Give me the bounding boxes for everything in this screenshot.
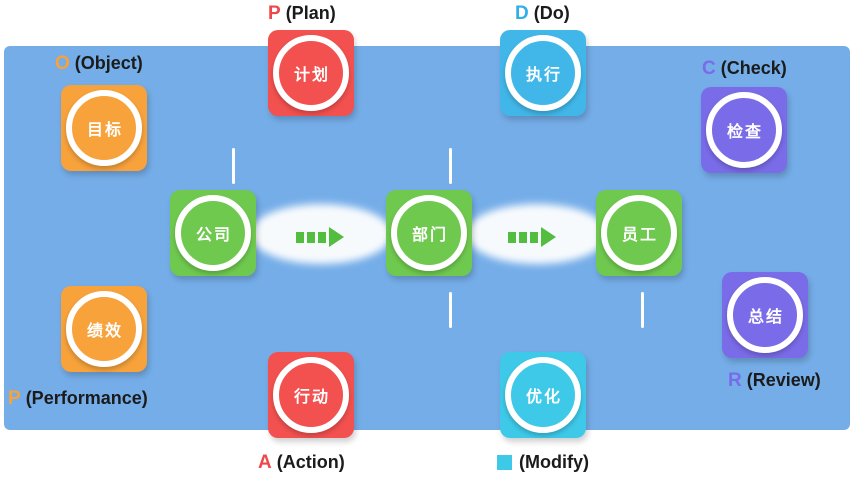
label-plan: P (Plan) — [268, 3, 336, 25]
node-do-label: 执行 — [525, 67, 562, 84]
node-performance-label: 绩效 — [86, 323, 123, 340]
node-performance-circle: 绩效 — [66, 291, 142, 367]
label-check: C (Check) — [702, 58, 787, 80]
label-performance-text: (Performance) — [20, 388, 148, 408]
node-check-circle: 检查 — [706, 92, 782, 168]
divider-tick — [449, 148, 452, 184]
node-optimize-circle: 优化 — [505, 357, 581, 433]
node-optimize-label: 优化 — [525, 389, 562, 406]
node-optimize: 优化 — [500, 352, 586, 438]
label-check-text: (Check) — [715, 58, 787, 78]
label-object: O (Object) — [55, 53, 143, 75]
label-performance-letter: P — [8, 388, 21, 409]
node-plan: 计划 — [268, 30, 354, 116]
label-action: A (Action) — [258, 452, 345, 474]
node-action: 行动 — [268, 352, 354, 438]
arrow-dash — [508, 231, 516, 243]
node-employee-circle: 员工 — [601, 195, 677, 271]
label-plan-text: (Plan) — [280, 3, 336, 23]
label-action-letter: A — [258, 452, 272, 473]
node-action-label: 行动 — [293, 389, 330, 406]
node-employee-label: 员工 — [621, 227, 658, 244]
modify-swatch-icon — [497, 455, 512, 470]
flow-arrow-icon — [508, 227, 556, 247]
divider-tick — [449, 292, 452, 328]
node-department-label: 部门 — [411, 227, 448, 244]
divider-tick — [641, 292, 644, 328]
arrow-dash — [519, 231, 527, 243]
label-action-text: (Action) — [271, 452, 345, 472]
label-object-letter: O — [55, 53, 70, 74]
label-do: D (Do) — [515, 3, 570, 25]
node-performance: 绩效 — [61, 286, 147, 372]
node-review: 总结 — [722, 272, 808, 358]
flow-arrow-icon — [296, 227, 344, 247]
node-review-label: 总结 — [747, 309, 784, 326]
label-do-letter: D — [515, 3, 529, 24]
arrow-dash — [318, 231, 326, 243]
arrow-dash — [530, 231, 538, 243]
label-performance: P (Performance) — [8, 388, 148, 410]
label-plan-letter: P — [268, 3, 281, 24]
label-review-text: (Review) — [741, 370, 821, 390]
label-modify: (Modify) — [497, 452, 589, 473]
node-check: 检查 — [701, 87, 787, 173]
node-company-label: 公司 — [195, 227, 232, 244]
arrow-dash — [296, 231, 304, 243]
label-do-text: (Do) — [528, 3, 570, 23]
arrow-head — [541, 227, 556, 247]
node-goal: 目标 — [61, 85, 147, 171]
node-plan-circle: 计划 — [273, 35, 349, 111]
node-employee: 员工 — [596, 190, 682, 276]
label-modify-text: (Modify) — [514, 452, 589, 472]
node-do-circle: 执行 — [505, 35, 581, 111]
arrow-head — [329, 227, 344, 247]
label-review-letter: R — [728, 370, 742, 391]
divider-tick — [232, 148, 235, 184]
node-review-circle: 总结 — [727, 277, 803, 353]
node-goal-circle: 目标 — [66, 90, 142, 166]
node-department-circle: 部门 — [391, 195, 467, 271]
node-company: 公司 — [170, 190, 256, 276]
label-review: R (Review) — [728, 370, 821, 392]
arrow-dash — [307, 231, 315, 243]
node-check-label: 检查 — [726, 124, 763, 141]
node-company-circle: 公司 — [175, 195, 251, 271]
node-goal-label: 目标 — [86, 122, 123, 139]
label-object-text: (Object) — [69, 53, 143, 73]
node-do: 执行 — [500, 30, 586, 116]
node-department: 部门 — [386, 190, 472, 276]
label-check-letter: C — [702, 58, 716, 79]
node-action-circle: 行动 — [273, 357, 349, 433]
node-plan-label: 计划 — [293, 67, 330, 84]
